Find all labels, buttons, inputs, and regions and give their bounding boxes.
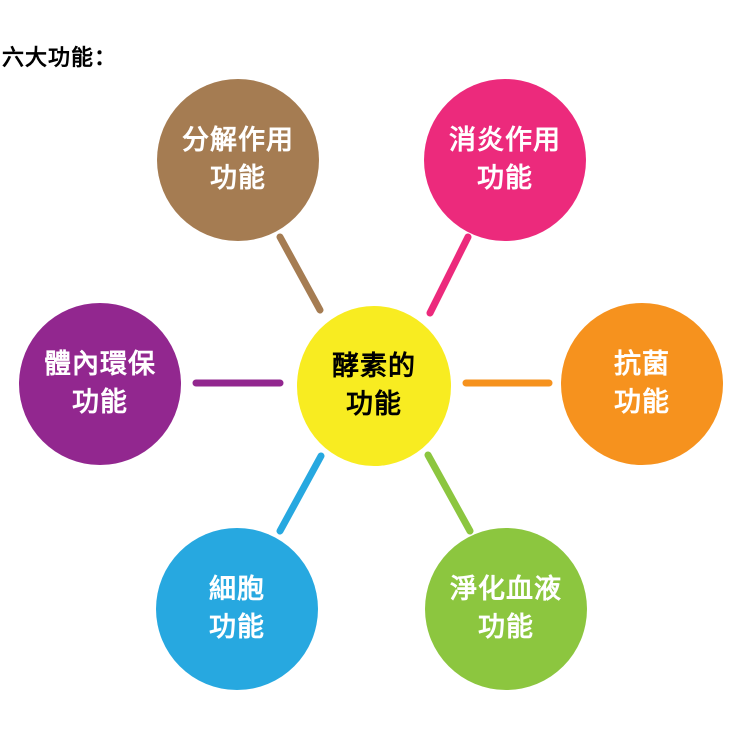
- center-label: 功能: [346, 389, 402, 420]
- node-label: 功能: [614, 387, 670, 418]
- node-label: 淨化血液: [450, 574, 562, 605]
- node-label: 功能: [210, 163, 266, 194]
- node-purify-blood: 淨化血液 功能: [425, 528, 587, 690]
- node-label: 功能: [478, 612, 534, 643]
- node-cell: 細胞 功能: [156, 528, 318, 690]
- connector-decompose: [276, 233, 324, 314]
- node-label: 分解作用: [182, 125, 294, 156]
- node-decompose: 分解作用 功能: [157, 79, 319, 241]
- connector-purify-blood: [424, 451, 474, 535]
- node-antibacterial: 抗菌 功能: [561, 303, 723, 465]
- node-label: 功能: [477, 163, 533, 194]
- connector-anti-inflammatory: [426, 233, 472, 317]
- node-label: 消炎作用: [449, 125, 561, 156]
- node-label: 細胞: [209, 574, 265, 605]
- node-label: 抗菌: [614, 349, 670, 380]
- center-label: 酵素的: [332, 351, 416, 382]
- connector-cell: [276, 452, 325, 535]
- node-center-enzyme-functions: 酵素的 功能: [297, 306, 451, 466]
- diagram-title: 六大功能：: [2, 46, 118, 71]
- node-label: 功能: [209, 612, 265, 643]
- node-label: 功能: [72, 387, 128, 418]
- node-label: 體內環保: [44, 349, 156, 380]
- node-anti-inflammatory: 消炎作用 功能: [424, 79, 586, 241]
- node-body-cleansing: 體內環保 功能: [19, 303, 181, 465]
